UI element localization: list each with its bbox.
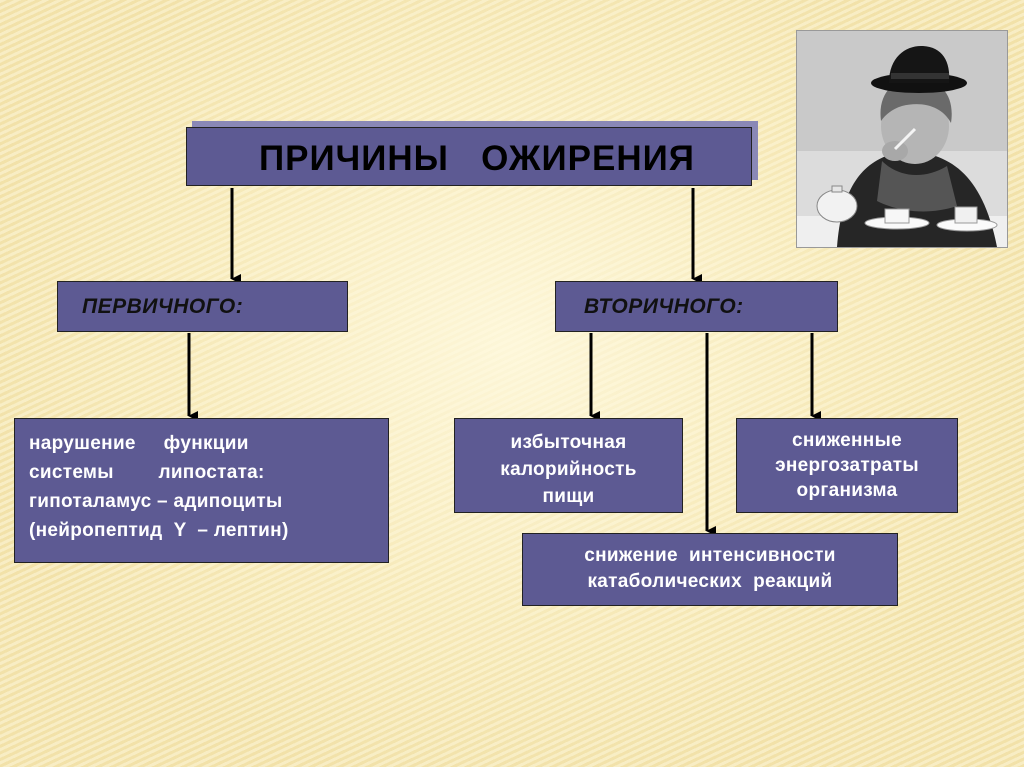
leaf-box-lipostat: нарушение функции системы липостата: гип…: [14, 418, 389, 563]
secondary-cause-label: ВТОРИЧНОГО:: [584, 294, 744, 318]
leaf-box-energy: сниженные энергозатраты организма: [736, 418, 958, 513]
leaf-text-calorie: избыточная калорийность пищи: [500, 432, 637, 507]
leaf-box-calorie: избыточная калорийность пищи: [454, 418, 683, 513]
photo-illustration: [797, 31, 1007, 247]
primary-cause-box: ПЕРВИЧНОГО:: [57, 281, 348, 332]
secondary-cause-box: ВТОРИЧНОГО:: [555, 281, 838, 332]
title-box: ПРИЧИНЫ ОЖИРЕНИЯ: [186, 127, 752, 186]
leaf-text-lipostat: нарушение функции системы липостата: гип…: [29, 433, 289, 541]
leaf-text-catabolism: снижение интенсивности катаболических ре…: [584, 545, 836, 592]
leaf-box-catabolism: снижение интенсивности катаболических ре…: [522, 533, 898, 606]
leaf-text-energy: сниженные энергозатраты организма: [775, 430, 919, 501]
person-eating-photo: [796, 30, 1008, 248]
primary-cause-label: ПЕРВИЧНОГО:: [82, 294, 244, 318]
diagram-title: ПРИЧИНЫ ОЖИРЕНИЯ: [259, 139, 695, 178]
